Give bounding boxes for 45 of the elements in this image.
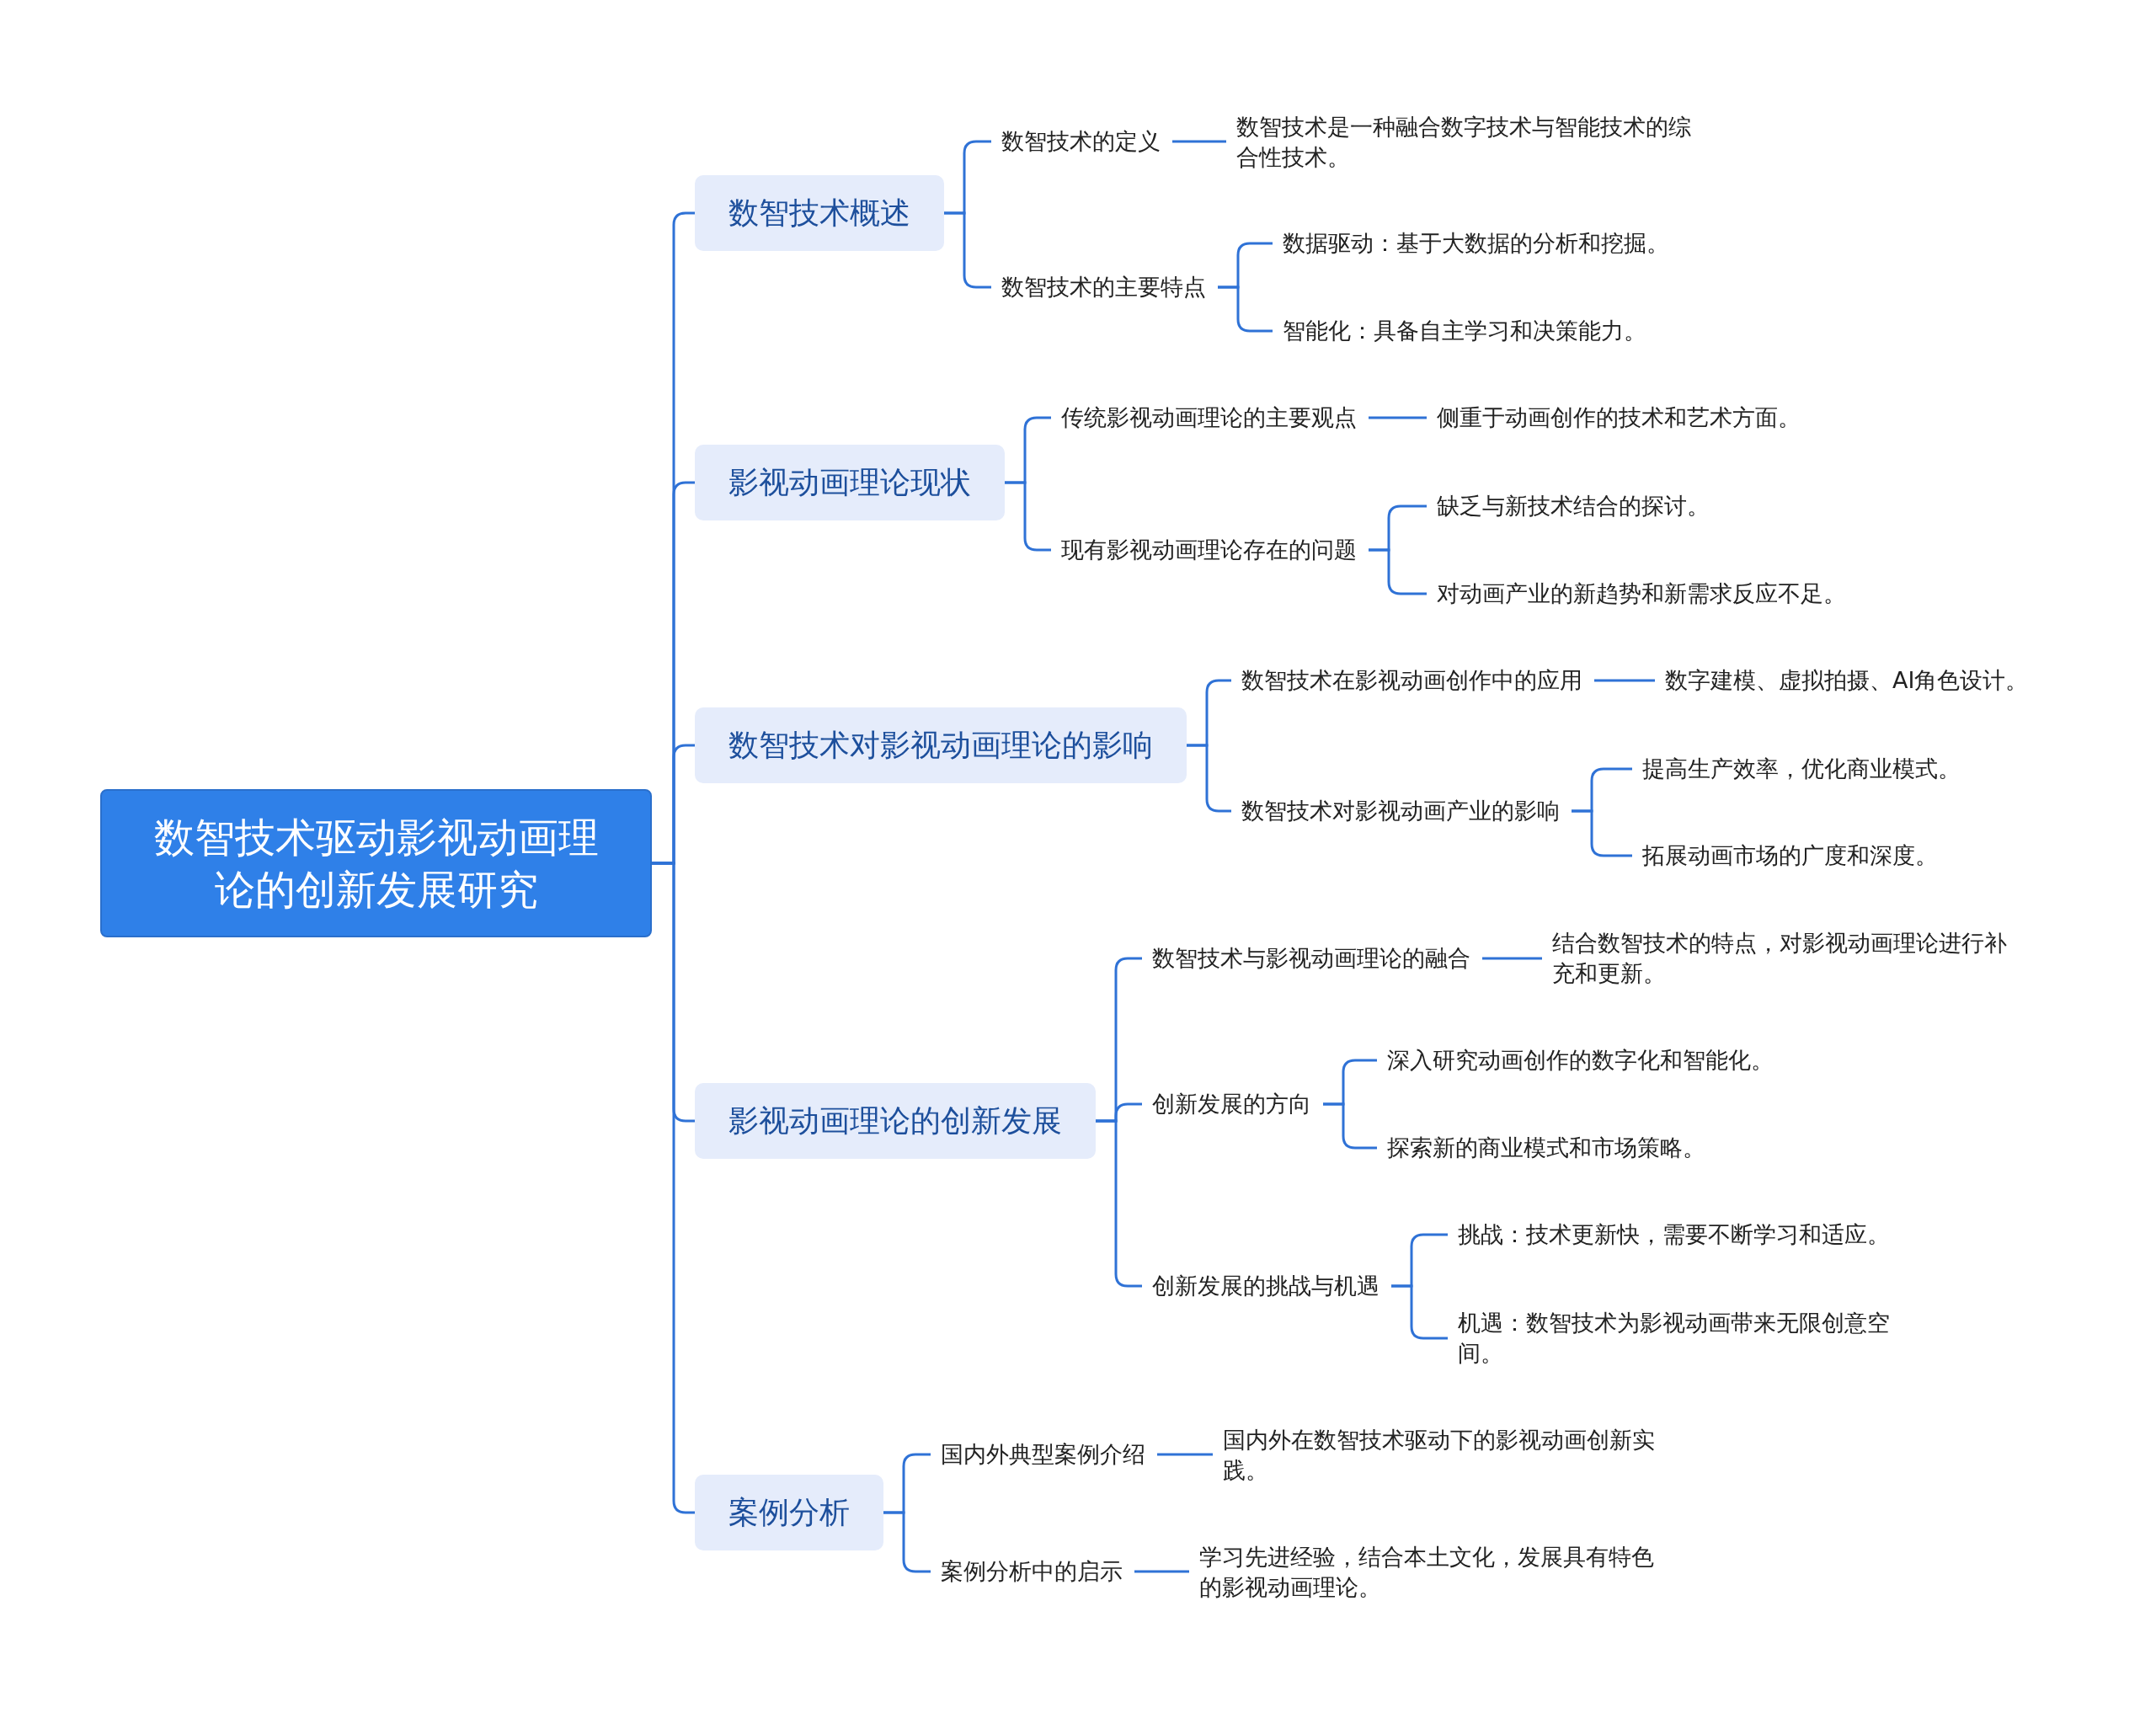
subtopic-text: 现有影视动画理论存在的问题 (1061, 534, 1357, 566)
connector-line (1572, 809, 1632, 857)
topic-box: 数智技术概述 (695, 175, 944, 251)
detail-text: 数据驱动：基于大数据的分析和挖掘。 (1283, 227, 1669, 259)
connector-line (1369, 416, 1427, 419)
topic-box: 影视动画理论的创新发展 (695, 1083, 1096, 1159)
detail-text: 探索新的商业模式和市场策略。 (1387, 1132, 1705, 1164)
detail-text: 深入研究动画创作的数字化和智能化。 (1387, 1044, 1774, 1076)
detail-text: 智能化：具备自主学习和决策能力。 (1283, 315, 1646, 347)
connector-line (1218, 286, 1273, 333)
topic-box: 影视动画理论现状 (695, 445, 1005, 520)
detail-text: 学习先进经验，结合本土文化，发展具有特色的影视动画理论。 (1199, 1541, 1673, 1604)
connector-line (652, 862, 695, 1514)
connector-line (1172, 140, 1226, 143)
detail-text: 对动画产业的新趋势和新需求反应不足。 (1437, 578, 1846, 610)
detail-text: 侧重于动画创作的技术和艺术方面。 (1437, 402, 1801, 434)
topic-box: 案例分析 (695, 1475, 883, 1550)
connector-line (1157, 1453, 1213, 1456)
connector-line (1594, 679, 1655, 682)
detail-text: 国内外在数智技术驱动下的影视动画创新实践。 (1223, 1424, 1696, 1486)
topic-box: 数智技术对影视动画理论的影响 (695, 707, 1187, 783)
subtopic-text: 案例分析中的启示 (941, 1556, 1123, 1588)
detail-text: 缺乏与新技术结合的探讨。 (1437, 490, 1710, 522)
subtopic-text: 创新发展的挑战与机遇 (1152, 1270, 1380, 1302)
subtopic-text: 国内外典型案例介绍 (941, 1438, 1145, 1470)
subtopic-text: 数智技术的定义 (1001, 125, 1161, 157)
connector-line (1323, 1102, 1377, 1150)
connector-line (1369, 548, 1427, 595)
detail-text: 拓展动画市场的广度和深度。 (1642, 840, 1938, 872)
connector-line (1391, 1284, 1448, 1340)
connector-line (1482, 957, 1542, 960)
subtopic-text: 数智技术的主要特点 (1001, 271, 1206, 303)
central-topic-box: 数智技术驱动影视动画理论的创新发展研究 (100, 789, 652, 937)
detail-text: 提高生产效率，优化商业模式。 (1642, 753, 1961, 785)
subtopic-text: 传统影视动画理论的主要观点 (1061, 402, 1357, 434)
detail-text: 数智技术是一种融合数字技术与智能技术的综合性技术。 (1236, 111, 1710, 173)
detail-text: 结合数智技术的特点，对影视动画理论进行补充和更新。 (1552, 927, 2025, 990)
detail-text: 机遇：数智技术为影视动画带来无限创意空间。 (1458, 1307, 1931, 1369)
detail-text: 挑战：技术更新快，需要不断学习和适应。 (1458, 1219, 1890, 1251)
subtopic-text: 数智技术与影视动画理论的融合 (1152, 942, 1470, 974)
connector-line (1134, 1570, 1189, 1573)
subtopic-text: 数智技术对影视动画产业的影响 (1241, 795, 1560, 827)
subtopic-text: 创新发展的方向 (1152, 1088, 1311, 1120)
subtopic-text: 数智技术在影视动画创作中的应用 (1241, 664, 1582, 696)
detail-text: 数字建模、虚拟拍摄、AI角色设计。 (1665, 664, 2029, 696)
